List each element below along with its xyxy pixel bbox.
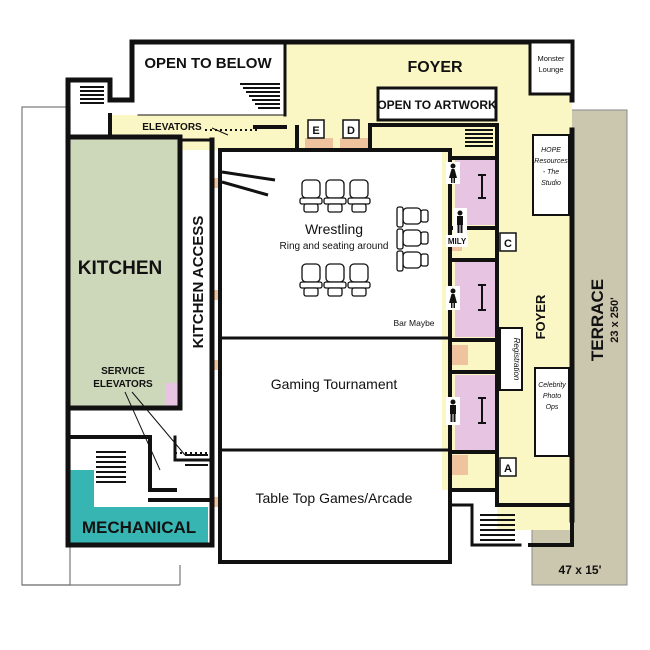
door-marker-6: [448, 455, 468, 475]
restroom-middle: [455, 262, 495, 337]
chair-icon: [299, 263, 323, 297]
chair-icon-group: [299, 179, 429, 297]
stall-markers: [478, 174, 486, 424]
mechanical-label: MECHANICAL: [82, 518, 196, 537]
hope-label-1: HOPE: [541, 147, 561, 154]
door-marker-e: [305, 138, 333, 150]
chair-icon: [299, 179, 323, 213]
chair-icon: [396, 206, 429, 228]
foyer-top-label: FOYER: [407, 59, 463, 76]
terrace-size-label: 23 x 250': [609, 297, 621, 343]
elevator-pointer: [211, 127, 229, 136]
walls: [65, 39, 575, 564]
door-marker-d: [340, 138, 368, 150]
registration-label: Registration: [512, 338, 521, 381]
chair-icon: [347, 179, 371, 213]
door-box-e: [307, 119, 325, 139]
man-restroom-icon: [446, 397, 460, 425]
door-marker-1: [212, 178, 220, 188]
monster-lounge-label-1: Monster: [537, 54, 565, 63]
service-elevators-label-2: ELEVATORS: [93, 379, 153, 390]
tabletop-label: Table Top Games/Arcade: [256, 490, 413, 506]
door-box-d: [342, 119, 360, 139]
stairs-icon: [80, 86, 104, 104]
woman-restroom-icon: [446, 162, 460, 184]
man-restroom-icon: [453, 208, 467, 236]
family-label: MILY: [448, 237, 467, 246]
door-marker-3: [212, 360, 220, 370]
chair-icon: [347, 263, 371, 297]
bar-label: Bar Maybe: [393, 318, 434, 328]
celebrity-label-3: Ops: [546, 404, 559, 411]
foyer-side-label: FOYER: [533, 294, 548, 339]
door-marker-2: [212, 290, 220, 300]
chair-icon: [323, 263, 347, 297]
kitchen-area: [70, 137, 180, 407]
stairs-icon: [240, 83, 280, 109]
chair-icon: [396, 228, 429, 250]
kitchen-access-label: KITCHEN ACCESS: [190, 216, 207, 349]
door-marker-5: [448, 345, 468, 365]
celebrity-label-1: Celebrity: [538, 382, 566, 389]
elevators-label: ELEVATORS: [142, 122, 202, 133]
stairs-icon: [185, 454, 208, 466]
terrace-label: TERRACE: [588, 279, 607, 361]
wrestling-label: Wrestling: [305, 221, 363, 237]
service-elevator-small: [165, 383, 180, 408]
restroom-bottom: [455, 375, 495, 450]
door-box-c: [499, 232, 517, 252]
celebrity-fill: [536, 369, 568, 455]
wrestling-sub-label: Ring and seating around: [280, 241, 389, 252]
celebrity-label-2: Photo: [543, 393, 561, 400]
door-label-c: C: [504, 238, 512, 250]
monster-lounge-fill: [531, 43, 571, 93]
door-box-a: [499, 457, 517, 477]
monster-lounge-label-2: Lounge: [538, 65, 563, 74]
hope-label-2: Resources: [534, 158, 568, 165]
gaming-label: Gaming Tournament: [271, 376, 398, 392]
stair-diagonals: [221, 170, 276, 197]
bottom-size-label: 47 x 15': [559, 563, 602, 577]
door-marker-4: [212, 497, 220, 507]
kitchen-label: KITCHEN: [78, 258, 162, 279]
chair-icon: [323, 179, 347, 213]
family-label-bg: [446, 235, 468, 247]
hope-label-4: Studio: [541, 180, 561, 187]
door-label-e: E: [312, 125, 319, 137]
open-to-artwork-fill: [379, 89, 495, 119]
door-label-d: D: [347, 125, 355, 137]
stairs-icon: [96, 451, 126, 483]
hope-label-3: - The: [543, 169, 559, 176]
hope-fill: [534, 136, 568, 214]
stairs-icon: [465, 129, 493, 147]
chair-icon: [396, 250, 429, 272]
outer-boundary: [21, 106, 71, 586]
door-label-a: A: [504, 463, 512, 475]
open-to-artwork-label: OPEN TO ARTWORK: [377, 98, 497, 112]
stairs-icon: [480, 514, 515, 541]
service-elevator-pointers: [124, 391, 186, 471]
mechanical-area-lower: [68, 470, 94, 545]
open-to-below-label: OPEN TO BELOW: [144, 55, 272, 72]
woman-restroom-icon: [446, 286, 460, 310]
service-elevators-label-1: SERVICE: [101, 366, 145, 377]
